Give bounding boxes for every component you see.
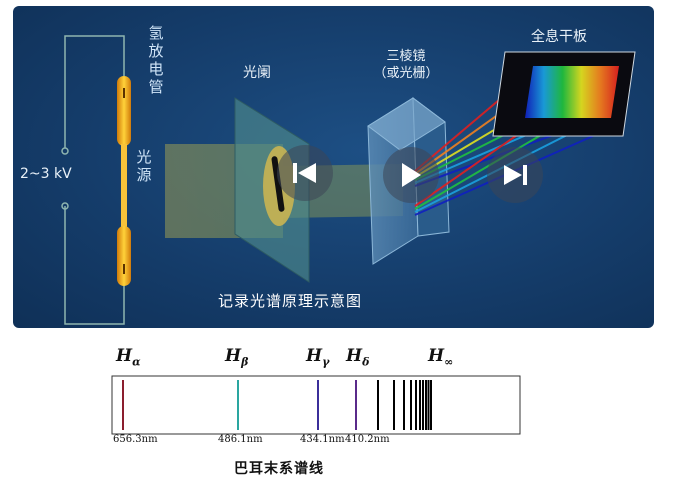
diagram-caption: 记录光谱原理示意图: [218, 292, 363, 310]
terminal-top: [61, 147, 69, 155]
play-button[interactable]: [383, 147, 439, 203]
spectrum-box: [111, 375, 521, 435]
h-infinity-label: H∞: [428, 346, 454, 369]
h-delta-label: Hδ: [346, 346, 370, 369]
spectrum-strip: [111, 375, 521, 435]
setup-diagram: [61, 35, 636, 325]
plate-label: 全息干板: [531, 29, 587, 45]
h-alpha-wavelength: 656.3nm: [113, 434, 158, 445]
balmer-series-figure: Hα Hβ Hγ Hδ H∞ 656.3nm 486.1nm 434.1nm 4…: [0, 340, 677, 484]
video-frame[interactable]: 2~3 kV 氢放电管 光源 光阑 三棱镜 （或光栅） 全息干板 记录光谱原理示…: [13, 6, 654, 328]
terminal-bottom: [61, 202, 69, 210]
source-label: 光源: [136, 148, 152, 184]
h-beta-label: Hβ: [225, 346, 249, 369]
play-icon: [402, 163, 421, 187]
holographic-plate: [492, 51, 636, 137]
circuit-wires: [64, 35, 125, 325]
next-button[interactable]: [487, 147, 543, 203]
skip-previous-icon: [293, 163, 316, 183]
previous-button[interactable]: [277, 145, 333, 201]
h-beta-wavelength: 486.1nm: [218, 434, 263, 445]
prism-label-line2: （或光栅）: [373, 66, 439, 81]
aperture-label: 光阑: [243, 65, 271, 81]
h-gamma-label: Hγ: [306, 346, 330, 369]
prism-label-line1: 三棱镜: [386, 49, 426, 64]
prism-label: 三棱镜 （或光栅）: [356, 48, 456, 82]
h-gamma-wavelength: 434.1nm: [300, 434, 345, 445]
tube-label: 氢放电管: [148, 24, 164, 96]
h-alpha-label: Hα: [116, 346, 141, 369]
aperture-plate: [234, 97, 310, 283]
balmer-caption: 巴耳末系谱线: [234, 461, 324, 477]
voltage-label: 2~3 kV: [20, 166, 72, 182]
hydrogen-discharge-tube: [117, 76, 131, 286]
h-delta-wavelength: 410.2nm: [345, 434, 390, 445]
series-limit-lines: [377, 380, 432, 430]
skip-next-icon: [504, 165, 527, 185]
